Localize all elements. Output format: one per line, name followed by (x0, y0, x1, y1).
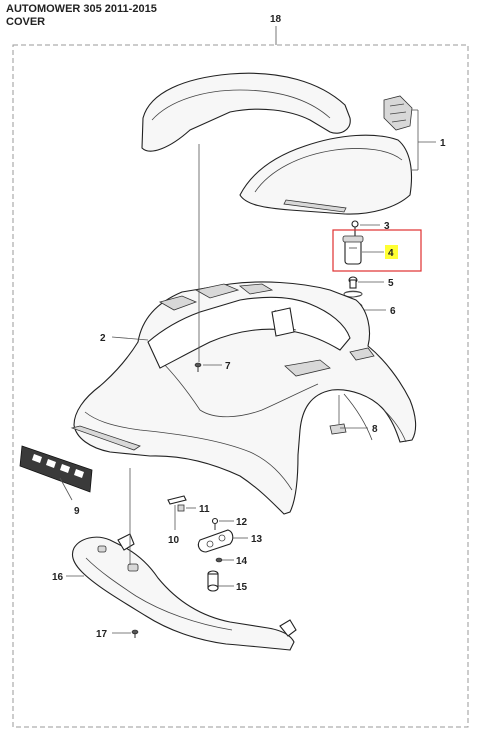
callout-17: 17 (96, 629, 108, 640)
part-13-bracket[interactable] (197, 529, 234, 553)
part-7-screw[interactable] (194, 362, 202, 372)
callout-11: 11 (199, 504, 210, 515)
part-11-clip[interactable] (167, 495, 187, 505)
leader-2 (111, 336, 149, 341)
callout-3: 3 (384, 221, 390, 232)
part-14-screw[interactable] (215, 557, 223, 563)
part-8-label[interactable] (329, 423, 347, 435)
part-17-screw[interactable] (131, 629, 139, 638)
callout-7: 7 (225, 361, 231, 372)
callout-10: 10 (168, 535, 180, 546)
callout-18: 18 (270, 14, 282, 25)
part-4-highlight-box (332, 229, 422, 272)
callout-5: 5 (388, 278, 394, 289)
assembly-border (12, 44, 469, 728)
callout-13: 13 (251, 534, 263, 545)
callout-12: 12 (236, 517, 248, 528)
part-3-screw[interactable] (351, 220, 359, 236)
callout-4: 4 (388, 248, 394, 259)
part-4-actuator[interactable] (342, 235, 364, 265)
callout-9: 9 (74, 506, 80, 517)
part-12-screw[interactable] (211, 517, 219, 531)
diagram-section: COVER (6, 16, 46, 28)
callout-15: 15 (236, 582, 248, 593)
part-10-pin[interactable] (177, 504, 185, 512)
callout-6: 6 (390, 306, 396, 317)
callout-2: 2 (100, 333, 106, 344)
diagram-title: AUTOMOWER 305 2011-2015 (6, 3, 157, 15)
callout-16: 16 (52, 572, 64, 583)
part-2-body-shell[interactable] (70, 281, 417, 515)
callout-8: 8 (372, 424, 378, 435)
callout-1: 1 (440, 138, 446, 149)
part-1-top-cover[interactable] (141, 72, 413, 215)
part-15-post[interactable] (207, 570, 219, 592)
part-4-label-highlight (385, 245, 398, 259)
callout-14: 14 (236, 556, 248, 567)
part-5-plunger[interactable] (348, 276, 358, 289)
part-9-keypad-decal[interactable] (19, 445, 93, 493)
